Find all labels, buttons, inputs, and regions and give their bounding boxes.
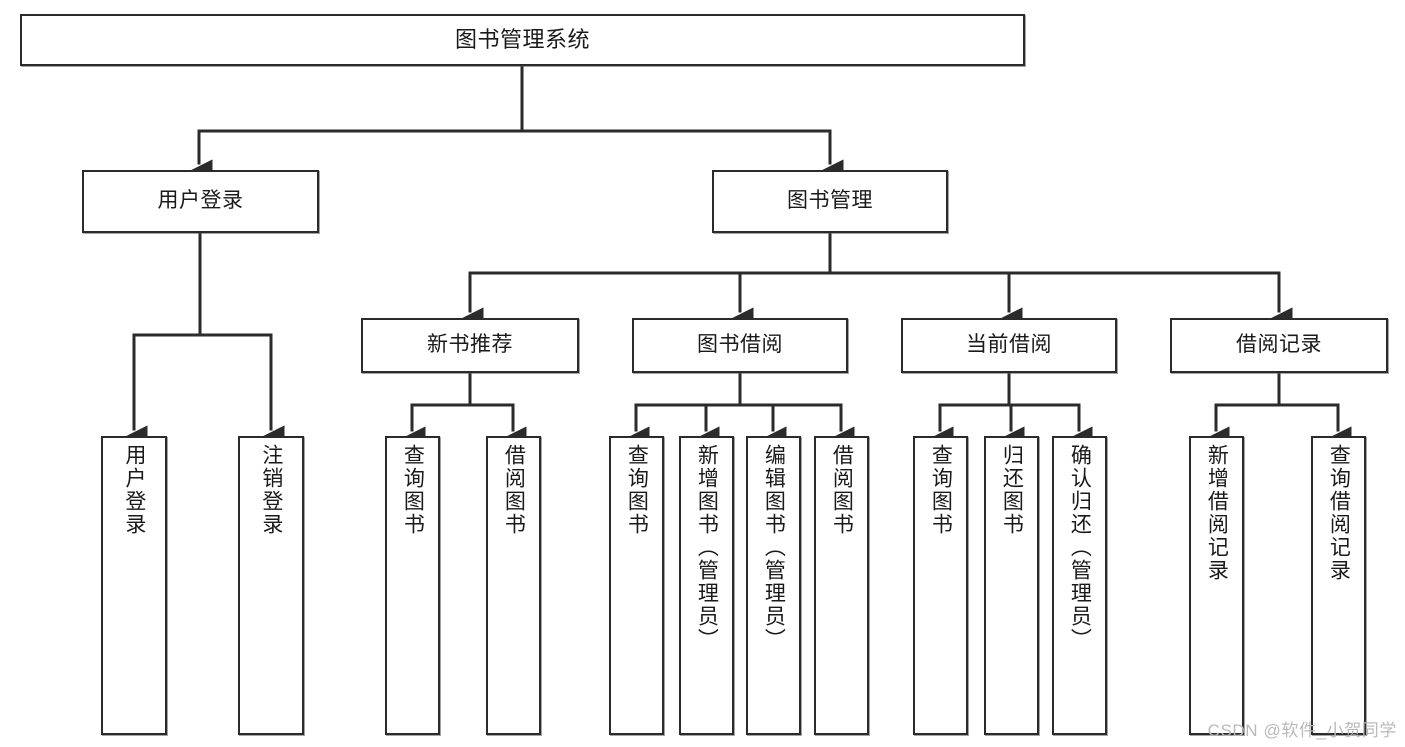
node-book-borrow-label: 图书借阅: [697, 333, 783, 357]
node-root-label: 图书管理系统: [454, 27, 590, 53]
leaf-node[interactable]: 新增图书（管理员）: [679, 436, 734, 735]
leaf-node[interactable]: 注销登录: [238, 436, 304, 735]
leaf-node[interactable]: 新增借阅记录: [1189, 436, 1244, 735]
csdn-watermark: CSDN @软件_小贺同学: [1207, 721, 1397, 740]
leaf-node[interactable]: 借阅图书: [486, 436, 541, 735]
node-new-book-recommend-label: 新书推荐: [427, 333, 513, 357]
node-borrow-records[interactable]: 借阅记录: [1170, 318, 1388, 373]
leaf-node-label: 查询图书: [401, 444, 425, 536]
leaf-node-label: 查询图书: [929, 444, 953, 536]
node-book-borrow[interactable]: 图书借阅: [632, 318, 848, 373]
node-book-management-label: 图书管理: [787, 189, 873, 213]
leaf-node[interactable]: 查询图书: [609, 436, 664, 735]
node-root[interactable]: 图书管理系统: [20, 14, 1025, 66]
leaf-node-label: 借阅图书: [502, 444, 526, 536]
leaf-node[interactable]: 查询借阅记录: [1311, 436, 1366, 735]
leaf-node-label: 借阅图书: [830, 444, 854, 536]
leaf-node[interactable]: 查询图书: [913, 436, 968, 735]
leaf-node[interactable]: 查询图书: [385, 436, 440, 735]
leaf-node-label: 新增借阅记录: [1205, 444, 1229, 582]
leaf-node-label: 新增图书（管理员）: [695, 444, 719, 651]
leaf-node-label: 查询图书: [625, 444, 649, 536]
leaf-node[interactable]: 用户登录: [101, 436, 167, 735]
node-current-borrow[interactable]: 当前借阅: [901, 318, 1117, 373]
node-current-borrow-label: 当前借阅: [966, 333, 1052, 357]
node-book-management[interactable]: 图书管理: [712, 170, 948, 233]
leaf-node-label: 用户登录: [122, 444, 146, 536]
leaf-node[interactable]: 确认归还（管理员）: [1052, 436, 1107, 735]
leaf-node[interactable]: 借阅图书: [814, 436, 869, 735]
node-user-login-label: 用户登录: [157, 189, 244, 213]
node-user-login[interactable]: 用户登录: [82, 170, 319, 233]
leaf-node-label: 查询借阅记录: [1327, 444, 1351, 582]
node-borrow-records-label: 借阅记录: [1236, 333, 1322, 357]
leaf-node-label: 确认归还（管理员）: [1068, 444, 1092, 651]
node-new-book-recommend[interactable]: 新书推荐: [361, 318, 579, 373]
leaf-node-label: 注销登录: [259, 444, 283, 536]
leaf-node[interactable]: 归还图书: [984, 436, 1039, 735]
leaf-node-label: 归还图书: [1000, 444, 1024, 536]
leaf-node-label: 编辑图书（管理员）: [762, 444, 786, 651]
leaf-node[interactable]: 编辑图书（管理员）: [746, 436, 801, 735]
